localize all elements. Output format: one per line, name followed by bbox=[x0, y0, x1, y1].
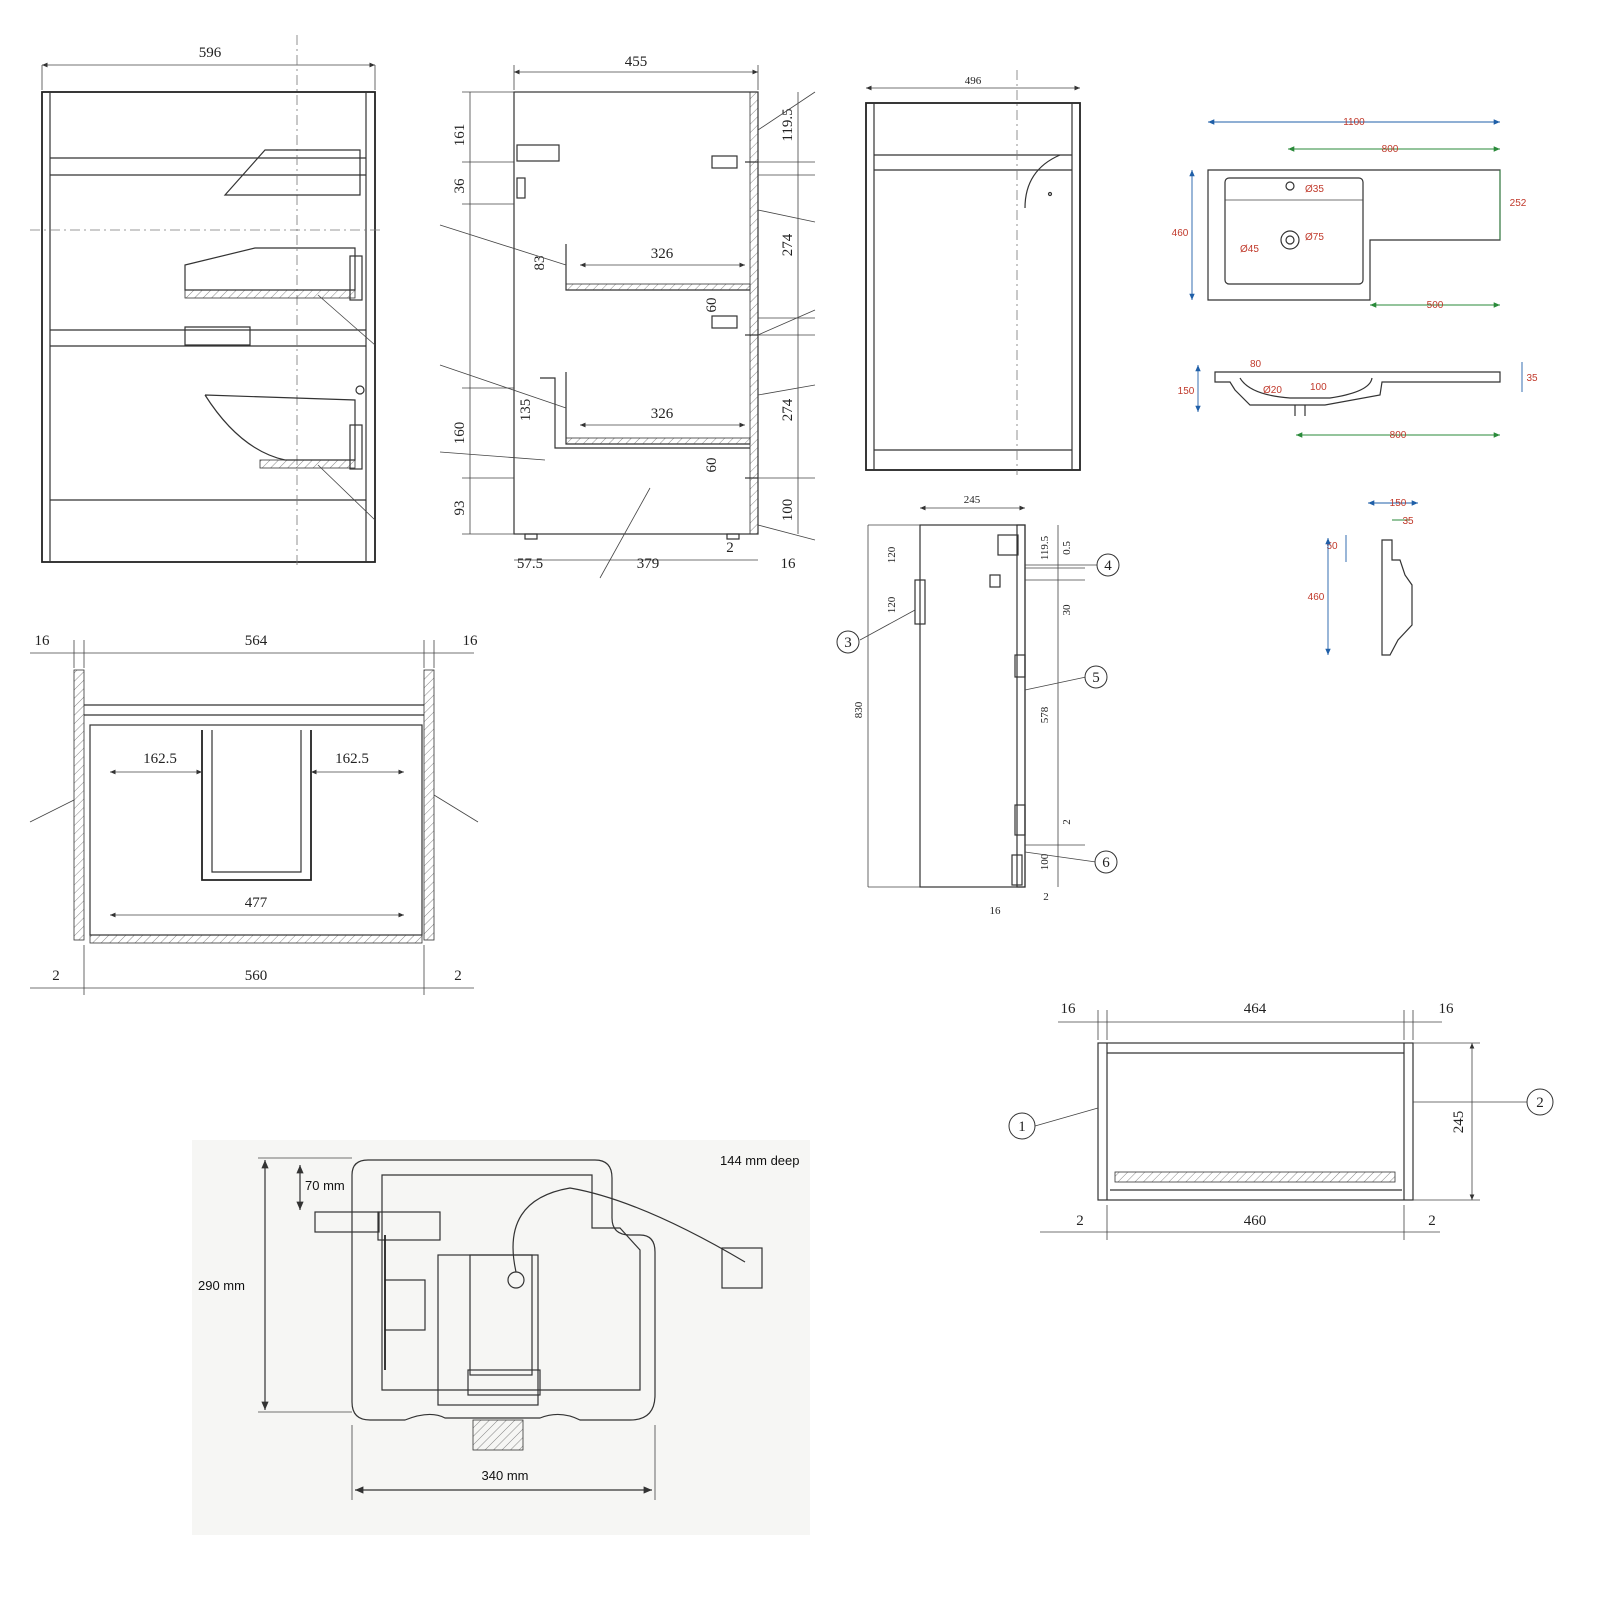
basin-plan-view: 1100 800 Ø35 Ø45 Ø75 460 252 500 bbox=[1172, 117, 1527, 311]
profile-width-label: 496 bbox=[965, 75, 982, 87]
basin-end-top: 150 bbox=[1390, 498, 1407, 509]
plan-gap-right: 2 bbox=[454, 968, 462, 984]
end-gap-right: 2 bbox=[1428, 1213, 1436, 1229]
side-r-60a: 60 bbox=[704, 298, 720, 313]
basin-sec-edge: 35 bbox=[1526, 373, 1538, 384]
detail-h2: 120 bbox=[886, 596, 898, 613]
cistern-top-offset: 70 mm bbox=[305, 1178, 345, 1193]
basin-sec-span: 800 bbox=[1390, 430, 1407, 441]
end-gap-left: 2 bbox=[1076, 1213, 1084, 1229]
basin-section-view: 150 80 Ø20 100 35 800 bbox=[1178, 359, 1538, 441]
front-view: 596 bbox=[30, 35, 380, 565]
detail-t3: 30 bbox=[1061, 604, 1073, 616]
cistern-sketch: 144 mm deep 290 mm 70 mm 340 mm bbox=[192, 1140, 810, 1535]
basin-bowl: Ø75 bbox=[1305, 232, 1324, 243]
side-h-83: 83 bbox=[532, 256, 548, 271]
side-r-100: 100 bbox=[780, 499, 796, 522]
basin-right-depth: 252 bbox=[1510, 198, 1527, 209]
plan-width: 564 bbox=[245, 633, 268, 649]
basin-overall: 1100 bbox=[1343, 117, 1365, 128]
basin-sec-height: 150 bbox=[1178, 386, 1195, 397]
basin-waste: Ø45 bbox=[1240, 244, 1259, 255]
side-bottom-379: 379 bbox=[637, 556, 660, 572]
side-h-161: 161 bbox=[452, 124, 468, 147]
basin-sec-lip: 80 bbox=[1250, 359, 1262, 370]
side-r-60b: 60 bbox=[704, 458, 720, 473]
cistern-deep: 144 mm deep bbox=[720, 1153, 800, 1168]
basin-end-view: 150 35 50 460 bbox=[1308, 498, 1418, 656]
plan-right: 16 bbox=[463, 633, 479, 649]
side-r-274b: 274 bbox=[780, 398, 796, 421]
side-h-160: 160 bbox=[452, 422, 468, 445]
front-width-label: 596 bbox=[199, 45, 222, 61]
side-bottom-gap: 2 bbox=[726, 540, 734, 556]
basin-depth: 460 bbox=[1172, 228, 1189, 239]
plan-base: 560 bbox=[245, 968, 268, 984]
callout-1: 1 bbox=[1018, 1119, 1026, 1135]
callout-4: 4 bbox=[1104, 558, 1112, 574]
callout-6: 6 bbox=[1102, 855, 1110, 871]
side-depth-label: 455 bbox=[625, 54, 648, 70]
callout-3: 3 bbox=[844, 635, 852, 651]
cistern-height: 290 mm bbox=[198, 1278, 245, 1293]
drawer-plan-view: 16 564 16 162.5 162.5 477 2 560 2 bbox=[29, 633, 479, 995]
end-right: 16 bbox=[1439, 1001, 1455, 1017]
drawer-top-inner: 326 bbox=[651, 246, 674, 262]
basin-sec-drain: Ø20 bbox=[1263, 385, 1282, 396]
detail-t1: 119.5 bbox=[1039, 535, 1051, 560]
detail-h1: 120 bbox=[886, 546, 898, 563]
end-left: 16 bbox=[1061, 1001, 1077, 1017]
detail-width: 245 bbox=[964, 494, 981, 506]
end-height: 245 bbox=[1451, 1111, 1467, 1134]
side-h-135: 135 bbox=[518, 399, 534, 422]
basin-sec-inner: 100 bbox=[1310, 382, 1327, 393]
detail-t4: 578 bbox=[1039, 706, 1051, 723]
basin-offset: 800 bbox=[1382, 144, 1399, 155]
plan-cut-left: 162.5 bbox=[143, 751, 177, 767]
drawer-bottom-inner: 326 bbox=[651, 406, 674, 422]
detail-t2: 0.5 bbox=[1061, 541, 1073, 555]
side-bottom-57-5: 57.5 bbox=[517, 556, 543, 572]
side-section-view: 455 161 36 83 135 160 93 119.5 274 60 27… bbox=[439, 54, 816, 579]
side-profile-view: 496 bbox=[865, 70, 1081, 475]
plan-left: 16 bbox=[35, 633, 51, 649]
cistern-width: 340 mm bbox=[482, 1468, 529, 1483]
side-h-36: 36 bbox=[452, 178, 468, 194]
basin-end-step: 50 bbox=[1326, 541, 1338, 552]
plan-cut-right: 162.5 bbox=[335, 751, 369, 767]
callout-5: 5 bbox=[1092, 670, 1100, 686]
detail-b2: 2 bbox=[1043, 891, 1049, 903]
basin-ledge: 500 bbox=[1427, 300, 1444, 311]
end-panel-view: 16 464 16 245 2 460 2 1 2 bbox=[1008, 1001, 1554, 1240]
detail-b1: 16 bbox=[990, 905, 1002, 917]
side-r-274a: 274 bbox=[780, 233, 796, 256]
side-h-93: 93 bbox=[452, 501, 468, 516]
detail-t6: 100 bbox=[1039, 853, 1051, 870]
plan-inner: 477 bbox=[245, 895, 268, 911]
detail-total: 830 bbox=[853, 701, 865, 718]
end-width: 464 bbox=[1244, 1001, 1267, 1017]
side-detail-view: 245 120 120 830 119.5 0.5 30 578 2 100 1… bbox=[836, 494, 1120, 917]
side-r-119-5: 119.5 bbox=[780, 108, 796, 141]
basin-end-inner: 35 bbox=[1402, 516, 1414, 527]
callout-2: 2 bbox=[1536, 1095, 1544, 1111]
basin-taphole: Ø35 bbox=[1305, 184, 1324, 195]
detail-t5: 2 bbox=[1061, 819, 1073, 825]
basin-end-depth: 460 bbox=[1308, 592, 1325, 603]
plan-gap-left: 2 bbox=[52, 968, 60, 984]
side-bottom-panel: 16 bbox=[781, 556, 797, 572]
end-base: 460 bbox=[1244, 1213, 1267, 1229]
